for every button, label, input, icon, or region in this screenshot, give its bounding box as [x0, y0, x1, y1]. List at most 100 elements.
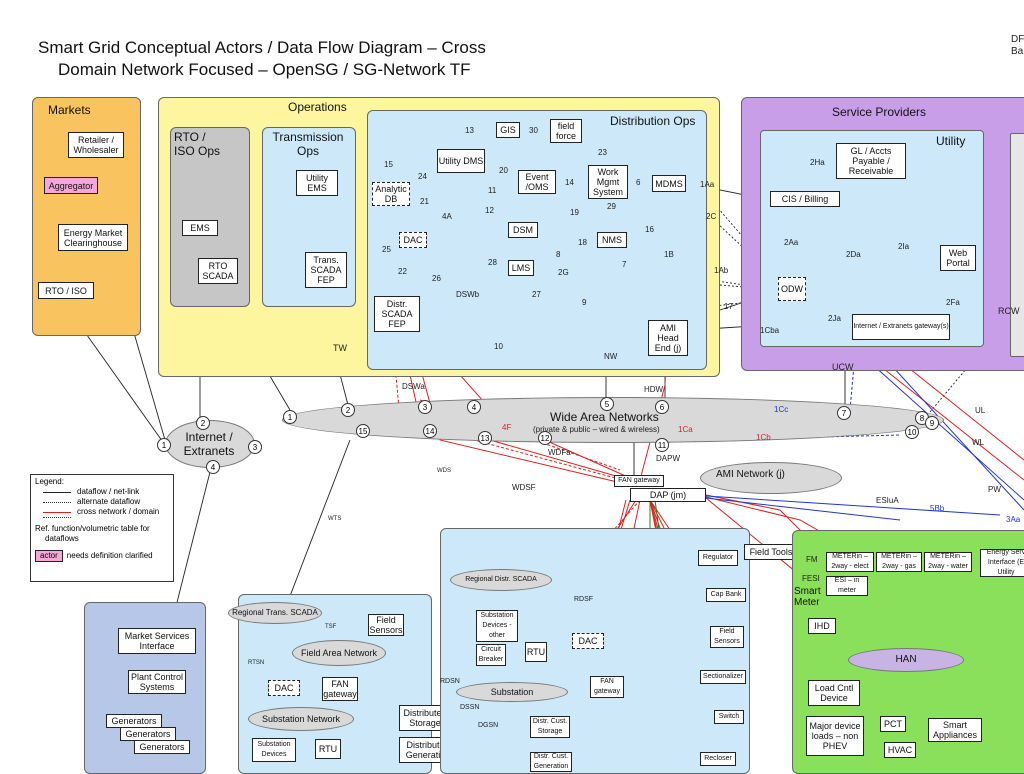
cis-billing: CIS / Billing [770, 191, 840, 207]
circuit-breaker: Circuit Breaker [476, 644, 506, 666]
flow-12: 12 [485, 206, 494, 215]
flow-29: 29 [607, 202, 616, 211]
operations-label: Operations [288, 100, 347, 114]
esiua-label: ESIuA [876, 496, 899, 505]
wan-node-11: 11 [655, 438, 669, 452]
aggregator: Aggregator [44, 177, 98, 194]
wan-node-6: 6 [655, 400, 669, 414]
legend-blue-row [35, 517, 169, 518]
regulator: Regulator [698, 550, 738, 566]
transmission-ops-label: Transmission Ops [272, 130, 344, 158]
dapw-label: DAPW [656, 454, 680, 463]
flow-16: 16 [645, 225, 654, 234]
rcw-label: RCW [998, 306, 1020, 316]
flow-9: 9 [582, 298, 587, 307]
wan-node-4: 4 [467, 400, 481, 414]
rto-ems: EMS [182, 220, 218, 236]
trans-scada-fep: Trans. SCADA FEP [305, 252, 347, 288]
tsf-label: TSF [325, 624, 337, 630]
wdfa-label: WDFa [548, 448, 571, 457]
service-providers-label: Service Providers [832, 105, 927, 119]
flow-20: 20 [499, 166, 508, 175]
legend: Legend: dataflow / net-link alternate da… [30, 474, 174, 582]
flow-25: 25 [382, 245, 391, 254]
legend-actor: actor [35, 550, 63, 562]
distr-scada-fep: Distr. SCADA FEP [374, 296, 420, 332]
mdms: MDMS [652, 175, 686, 192]
meter-elect: METERin – 2way - elect [826, 552, 874, 572]
legend-actor-note: needs definition clarified [66, 551, 153, 560]
wts-label: WTS [328, 516, 342, 522]
smart-appliances: Smart Appliances [928, 718, 982, 742]
regional-trans-scada-cloud: Regional Trans. SCADA [228, 602, 322, 624]
legend-dotted: alternate dataflow [77, 497, 141, 506]
flow-8: 8 [556, 250, 561, 259]
distribution-ops-label: Distribution Ops [610, 114, 696, 128]
title-line2: Domain Network Focused – OpenSG / SG-Net… [58, 60, 471, 79]
internet-node-2: 2 [196, 416, 210, 430]
ami-network-cloud [700, 462, 842, 494]
markets-label: Markets [48, 103, 91, 117]
flow-24: 24 [418, 172, 427, 181]
sectionalizer: Sectionalizer [700, 670, 746, 684]
distr-cust-generation: Distr. Cust. Generation [530, 752, 572, 772]
legend-ref1: Ref. function/volumetric table for [35, 524, 150, 533]
meter-gas: METERin – 2way - gas [876, 552, 922, 572]
nw-label: NW [604, 352, 618, 361]
major-device-loads: Major device loads – non PHEV [806, 716, 864, 756]
flow-30: 30 [529, 126, 538, 135]
field-area-network-cloud: Field Area Network [292, 640, 386, 666]
utility-label: Utility [936, 134, 966, 148]
flow-13: 13 [465, 126, 474, 135]
flow-1cba: 1Cba [760, 326, 780, 335]
flow-17: 17 [724, 302, 733, 311]
regional-distr-scada-cloud: Regional Distr. SCADA [450, 569, 552, 591]
utility-ems: Utility EMS [296, 170, 338, 196]
event-oms: Event /OMS [518, 170, 556, 194]
energy-market-clearinghouse: Energy Market Clearinghouse [58, 224, 128, 251]
internet-node-4: 4 [206, 460, 220, 474]
rto-iso: RTO / ISO [38, 282, 94, 299]
flow-1ab: 1Ab [714, 266, 729, 275]
legend-red-row: cross network / domain [35, 507, 169, 517]
retailer-wholesaler: Retailer / Wholesaler [68, 132, 124, 158]
wan-node-13: 13 [478, 431, 492, 445]
generators-2: Generators [120, 727, 176, 741]
1cb-label: 1Cb [756, 433, 771, 442]
internet-node-1: 1 [157, 438, 171, 452]
flow-6: 6 [636, 178, 641, 187]
flow-18: 18 [578, 238, 587, 247]
dssn-label: DSSN [460, 704, 480, 711]
cap-bank: Cap Bank [706, 588, 746, 602]
flow-15: 15 [384, 160, 393, 169]
field-tools: Field Tools [744, 544, 798, 560]
rtsn-label: RTSN [248, 660, 265, 666]
plant-control-systems: Plant Control Systems [128, 670, 186, 694]
wds-label: WDS [437, 468, 451, 474]
wl-label: WL [972, 438, 984, 447]
service-side-panel [1010, 133, 1024, 357]
1cc-label: 1Cc [774, 405, 789, 414]
fan-gateway-trans: FAN gateway [322, 677, 358, 701]
fm-label: FM [806, 555, 818, 564]
flow-2ja: 2Ja [828, 314, 841, 323]
wan-label: Wide Area Networks [550, 410, 659, 424]
rtu-trans: RTU [315, 739, 341, 759]
wan-node-1: 1 [283, 410, 297, 424]
flow-1aa: 1Aa [700, 180, 715, 189]
generators-3: Generators [134, 740, 190, 754]
legend-red: cross network / domain [77, 507, 160, 516]
rtu-distr: RTU [525, 642, 547, 662]
fesi-label: FESI [802, 574, 820, 583]
analytic-db: Analytic DB [372, 182, 410, 206]
legend-ref2: dataflows [45, 534, 79, 543]
dac: DAC [399, 232, 427, 248]
1ca-label: 1Ca [678, 425, 693, 434]
corner-line2: Ba [1011, 46, 1024, 57]
dgsn-label: DGSN [478, 722, 499, 729]
nms: NMS [597, 232, 627, 248]
esi-in-meter: ESI – in meter [826, 576, 868, 596]
rdsf-label: RDSF [574, 596, 594, 603]
rdsn-label: RDSN [440, 678, 460, 685]
wan-node-5: 5 [600, 397, 614, 411]
